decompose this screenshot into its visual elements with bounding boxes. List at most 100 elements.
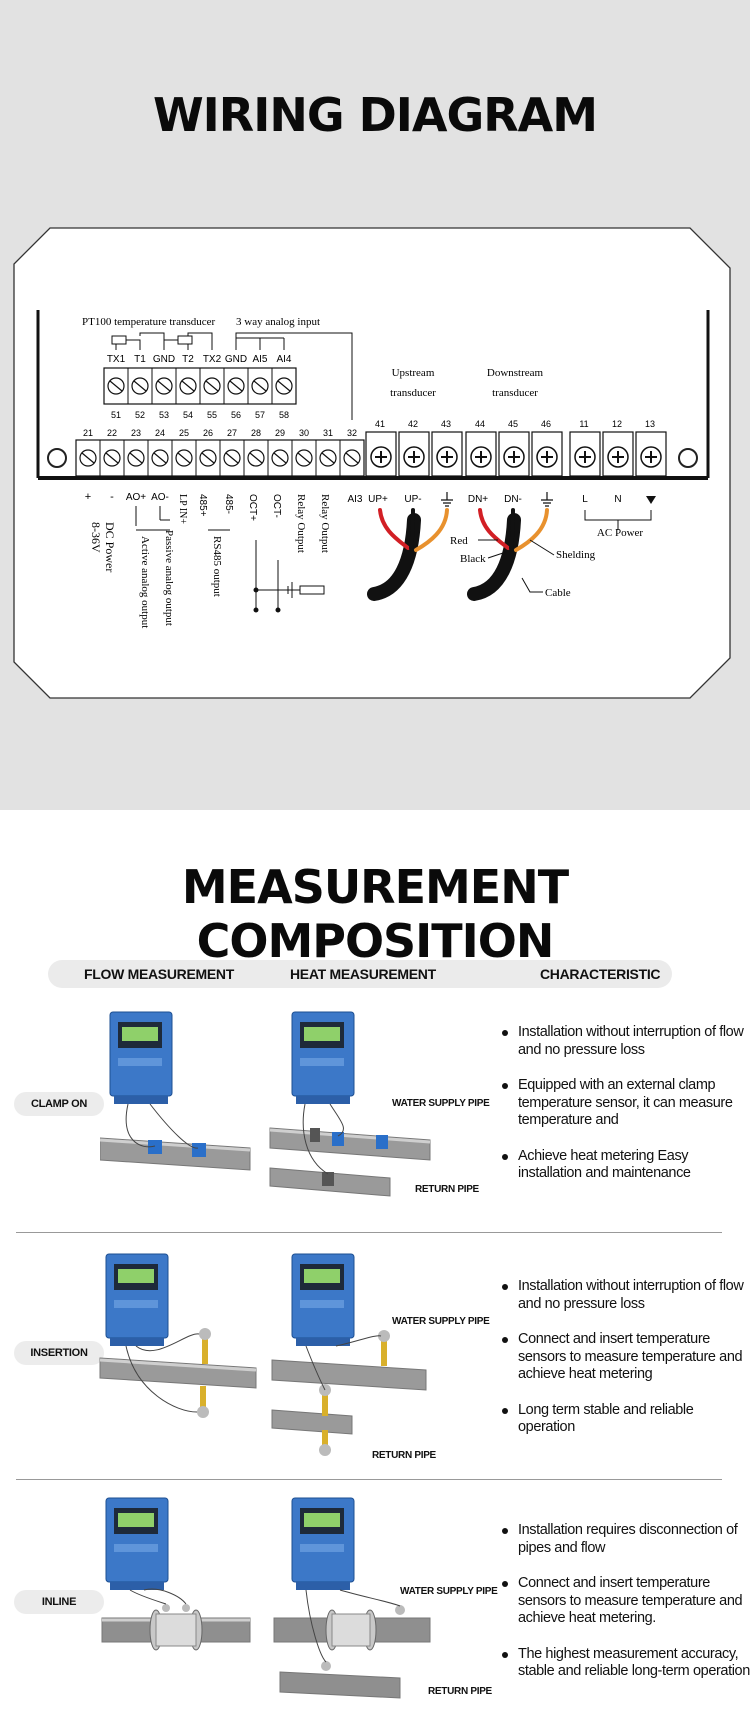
mount-hole-right — [678, 448, 698, 468]
rs485-output: RS485 output — [211, 536, 223, 597]
inline-flow-pipe — [101, 1588, 251, 1651]
insertion-bullet-1: Installation without interruption of flo… — [500, 1278, 750, 1313]
column-header-bar — [48, 960, 672, 988]
clamp-supply-pipe — [269, 1127, 431, 1161]
inline-flow-meter — [105, 1497, 169, 1590]
mount-hole-left — [47, 448, 67, 468]
inline-bullet-3: The highest measurement accuracy, stable… — [500, 1646, 750, 1681]
inline-supply-pipe-label: WATER SUPPLY PIPE — [400, 1586, 498, 1597]
oct-circuit — [253, 540, 325, 613]
row-label-insertion: INSERTION — [14, 1341, 104, 1365]
svg-text:27: 27 — [227, 428, 237, 438]
downstream-label-1: Downstream — [487, 367, 544, 379]
pt100-schematic — [111, 332, 353, 420]
power-l-label: L — [582, 494, 588, 505]
svg-text:43: 43 — [441, 419, 451, 429]
svg-text:44: 44 — [475, 419, 485, 429]
insertion-flow-pipe — [99, 1328, 257, 1418]
svg-text:52: 52 — [135, 410, 145, 420]
ao-minus: AO- — [151, 492, 169, 503]
insertion-illustration — [99, 1253, 427, 1456]
header-heat: HEAT MEASUREMENT — [290, 966, 436, 982]
clamp-bullet-2: Equipped with an external clamp temperat… — [500, 1077, 750, 1130]
ground-symbols — [441, 492, 553, 507]
insertion-characteristics: Installation without interruption of flo… — [500, 1278, 750, 1455]
composition-section: MEASUREMENT COMPOSITION FLOW MEASUREMENT… — [0, 810, 750, 1722]
svg-text:11: 11 — [579, 419, 588, 429]
svg-text:31: 31 — [323, 428, 333, 438]
inline-bullet-1: Installation requires disconnection of p… — [500, 1522, 750, 1557]
insertion-supply-pipe-label: WATER SUPPLY PIPE — [392, 1316, 490, 1327]
svg-text:29: 29 — [275, 428, 285, 438]
power-n-label: N — [614, 494, 621, 505]
svg-text:GND: GND — [225, 354, 247, 365]
up-plus-label: UP+ — [368, 494, 388, 505]
svg-text:55: 55 — [207, 410, 217, 420]
svg-text:51: 51 — [111, 410, 121, 420]
rs485-plus: 485+ — [197, 494, 208, 517]
downstream-label-2: transducer — [492, 387, 538, 399]
insertion-supply-pipe — [271, 1330, 427, 1391]
row-label-clamp-on: CLAMP ON — [14, 1092, 104, 1116]
dn-plus-label: DN+ — [468, 494, 488, 505]
svg-text:GND: GND — [153, 354, 175, 365]
oct-plus: OCT+ — [247, 494, 258, 521]
row-label-inline: INLINE — [14, 1590, 104, 1614]
inline-bullet-2: Connect and insert temperature sensors t… — [500, 1575, 750, 1628]
inline-heat-meter — [291, 1497, 355, 1590]
ai3-label: AI3 — [347, 494, 362, 505]
ac-power-label: AC Power — [597, 527, 643, 539]
svg-text:TX2: TX2 — [203, 354, 222, 365]
insertion-return-pipe-label: RETURN PIPE — [372, 1450, 436, 1461]
inline-return-pipe-label: RETURN PIPE — [428, 1686, 492, 1697]
clamp-on-characteristics: Installation without interruption of flo… — [500, 1024, 750, 1201]
passive-analog-output: Passive analog output — [163, 530, 175, 626]
active-analog-output: Active analog output — [139, 536, 151, 628]
dc-plus: + — [85, 491, 91, 503]
header-characteristic: CHARACTERISTIC — [540, 966, 661, 982]
downstream-cable — [467, 508, 549, 601]
wiring-section: WIRING DIAGRAM PT100 temperature transdu… — [0, 0, 750, 810]
svg-text:41: 41 — [375, 419, 385, 429]
composition-title: MEASUREMENT COMPOSITION — [181, 860, 569, 968]
row-divider-2 — [16, 1479, 722, 1480]
analog-input-label: 3 way analog input — [236, 316, 320, 328]
insertion-bullet-2: Connect and insert temperature sensors t… — [500, 1331, 750, 1384]
clamp-heat-meter — [291, 1011, 355, 1104]
main-terminal-block — [75, 439, 365, 477]
inline-characteristics: Installation requires disconnection of p… — [500, 1522, 750, 1699]
clamp-bullet-3: Achieve heat metering Easy installation … — [500, 1148, 750, 1183]
clamp-on-illustration — [100, 1011, 431, 1197]
row-divider-1 — [16, 1232, 722, 1233]
svg-text:12: 12 — [612, 419, 622, 429]
svg-text:T1: T1 — [134, 354, 146, 365]
svg-text:22: 22 — [107, 428, 117, 438]
clamp-supply-pipe-label: WATER SUPPLY PIPE — [392, 1098, 490, 1109]
inline-illustration — [101, 1497, 431, 1699]
svg-text:AI4: AI4 — [276, 354, 291, 365]
clamp-bullet-1: Installation without interruption of flo… — [500, 1024, 750, 1059]
svg-text:24: 24 — [155, 428, 165, 438]
up-minus-label: UP- — [404, 494, 421, 505]
cable-label: Cable — [545, 587, 571, 599]
clamp-return-pipe — [269, 1103, 391, 1197]
svg-text:25: 25 — [179, 428, 189, 438]
svg-text:57: 57 — [255, 410, 265, 420]
svg-text:28: 28 — [251, 428, 261, 438]
relay-output-1: Relay Output — [295, 494, 307, 553]
header-flow: FLOW MEASUREMENT — [84, 966, 234, 982]
wire-leader-lines — [478, 539, 555, 593]
relay-output-2: Relay Output — [319, 494, 331, 553]
clamp-flow-meter — [109, 1011, 173, 1104]
svg-text:54: 54 — [183, 410, 193, 420]
svg-text:T2: T2 — [182, 354, 194, 365]
insertion-flow-meter — [105, 1253, 169, 1346]
top-terminal-block — [103, 367, 297, 405]
svg-text:46: 46 — [541, 419, 551, 429]
earth-symbol — [646, 496, 656, 504]
svg-text:21: 21 — [83, 428, 93, 438]
shelding-label: Shelding — [556, 549, 596, 561]
svg-text:26: 26 — [203, 428, 213, 438]
